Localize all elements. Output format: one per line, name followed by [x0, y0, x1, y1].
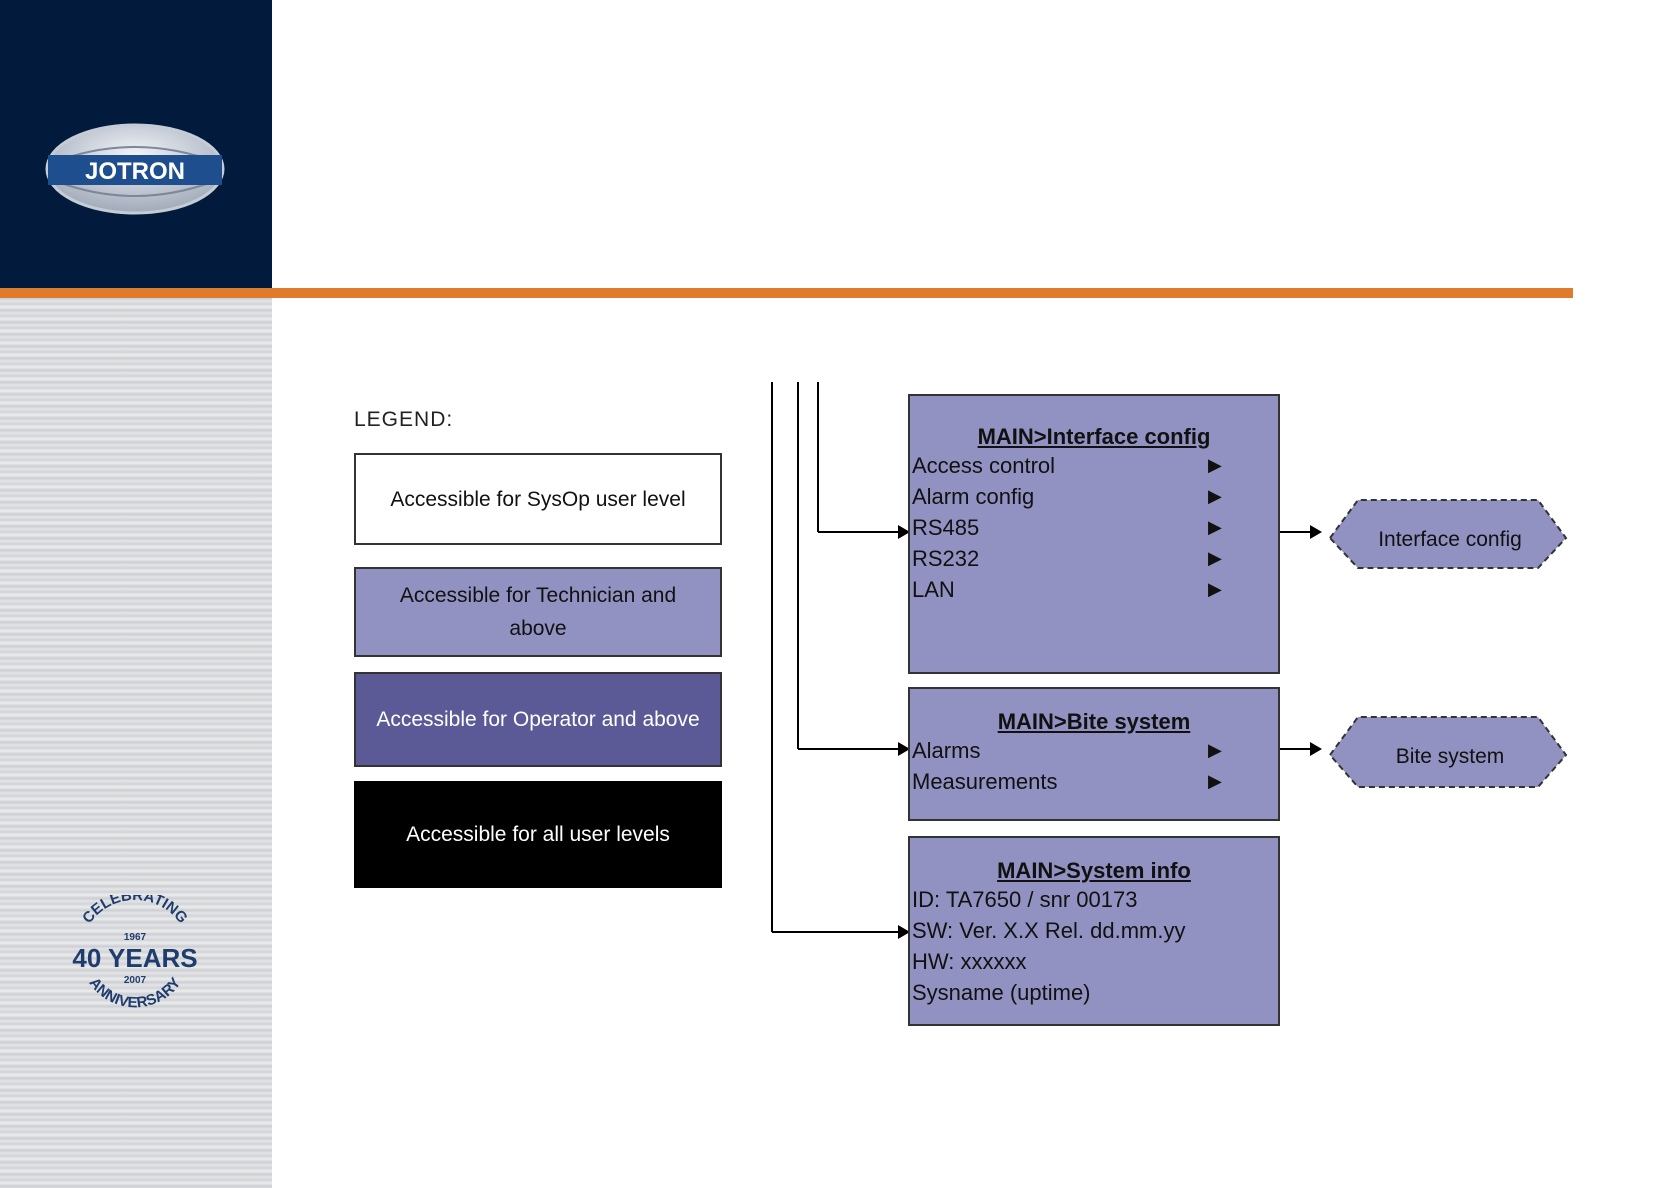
menu-item-alarm-config[interactable]: Alarm config▶: [910, 481, 1278, 512]
info-sw: SW: Ver. X.X Rel. dd.mm.yy: [912, 918, 1186, 943]
hex-bite-system[interactable]: [1328, 716, 1568, 788]
menu-title: MAIN>Bite system: [997, 709, 1191, 734]
info-hw: HW: xxxxxx: [912, 949, 1027, 974]
play-arrow-icon: ▶: [1208, 548, 1222, 568]
jotron-logo: JOTRON: [45, 123, 225, 215]
arrowhead: [898, 925, 910, 939]
arrowhead: [1310, 742, 1322, 756]
play-arrow-icon: ▶: [1208, 740, 1222, 760]
arrowhead: [898, 525, 910, 539]
menu-item-rs485[interactable]: RS485▶: [910, 512, 1278, 543]
hex-bite-system-label: Bite system: [1395, 745, 1505, 768]
anniversary-year-start: 1967: [124, 932, 147, 943]
header-divider: [0, 288, 1573, 298]
logo-text: JOTRON: [85, 158, 185, 185]
arrowhead: [898, 742, 910, 756]
sidebar-panel: [0, 298, 272, 1188]
anniversary-year-end: 2007: [124, 975, 147, 986]
play-arrow-icon: ▶: [1208, 517, 1222, 537]
info-sysname: Sysname (uptime): [912, 980, 1091, 1005]
anniversary-seal: CELEBRATING 1967 40 YEARS 2007 ANNIVERSA…: [72, 895, 197, 1011]
menu-bite-system: MAIN>Bite system Alarms▶ Measurements▶: [908, 687, 1280, 821]
play-arrow-icon: ▶: [1208, 579, 1222, 599]
menu-title: MAIN>Interface config: [977, 424, 1211, 449]
play-arrow-icon: ▶: [1208, 486, 1222, 506]
legend-sysop: Accessible for SysOp user level: [354, 453, 722, 545]
menu-interface-config: MAIN>Interface config Access control▶ Al…: [908, 394, 1280, 674]
play-arrow-icon: ▶: [1208, 771, 1222, 791]
menu-item-lan[interactable]: LAN▶: [910, 574, 1278, 605]
menu-item-measurements[interactable]: Measurements▶: [910, 766, 1278, 797]
anniversary-years: 40 YEARS: [72, 943, 197, 973]
menu-item-alarms[interactable]: Alarms▶: [910, 735, 1278, 766]
legend-operator: Accessible for Operator and above: [354, 672, 722, 767]
play-arrow-icon: ▶: [1208, 455, 1222, 475]
hex-interface-config-label: Interface config: [1378, 528, 1522, 551]
legend-title: LEGEND:: [354, 408, 454, 431]
legend-all-users: Accessible for all user levels: [354, 781, 722, 888]
menu-item-access-control[interactable]: Access control▶: [910, 450, 1278, 481]
arrowhead: [1310, 525, 1322, 539]
menu-system-info: MAIN>System info ID: TA7650 / snr 00173 …: [908, 836, 1280, 1026]
hex-interface-config[interactable]: [1328, 499, 1568, 569]
info-id: ID: TA7650 / snr 00173: [912, 887, 1138, 912]
menu-title: MAIN>System info: [997, 858, 1191, 883]
legend-technician: Accessible for Technician and above: [354, 567, 722, 657]
menu-item-rs232[interactable]: RS232▶: [910, 543, 1278, 574]
